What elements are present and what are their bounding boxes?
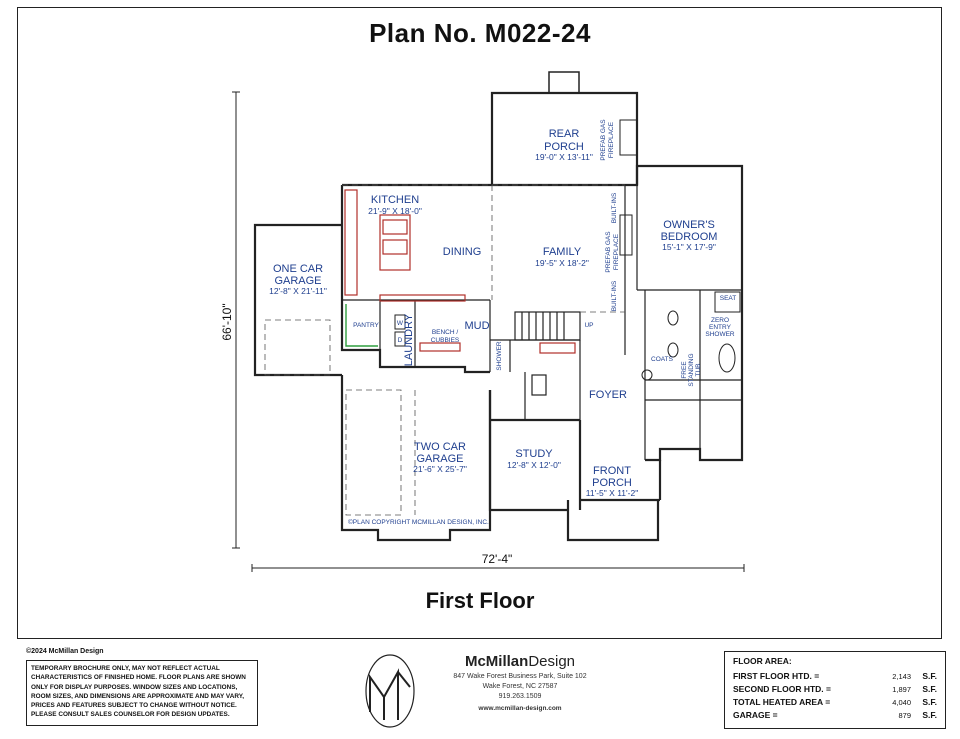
pantry-label: PANTRY: [353, 322, 379, 329]
family-fireplace-label: PREFAB GAS: [605, 231, 612, 273]
laundry-label: LAUNDRY: [403, 313, 415, 366]
family-size: 19'-5" X 18'-2": [535, 258, 589, 268]
drawing-sheet-border: [17, 7, 942, 639]
dryer-label: D: [398, 337, 403, 344]
owners-bedroom-label: OWNER'S: [663, 219, 715, 231]
study-label: STUDY: [515, 448, 553, 460]
rear-porch-size: 19'-0" X 13'-11": [535, 152, 593, 162]
one-car-garage-label: GARAGE: [274, 275, 321, 287]
free-standing-tub-label: FREE: [681, 361, 688, 379]
interior-walls: [342, 185, 742, 460]
built-ins-upper-label: BUILT-INS: [611, 192, 618, 223]
kitchen-size: 21'-9" X 18'-0": [368, 206, 422, 216]
floor-title: First Floor: [425, 588, 535, 613]
company-url: www.mcmillan-design.com: [478, 705, 562, 712]
company-name: McMillanDesign: [464, 653, 576, 670]
zero-entry-label: ENTRY: [709, 324, 732, 331]
disclaimer-box: TEMPORARY BROCHURE ONLY, MAY NOT REFLECT…: [26, 660, 258, 726]
coats-label: COATS: [651, 356, 674, 363]
dining-label: DINING: [443, 246, 482, 258]
kitchen-cabinets: [344, 189, 576, 354]
built-ins-lower-label: BUILT-INS: [611, 280, 618, 311]
mud-label: MUD: [464, 320, 489, 332]
fixtures: [394, 119, 741, 381]
mcmillan-logo-icon: [365, 654, 415, 728]
study-size: 12'-8" X 12'-0": [507, 460, 561, 470]
front-porch-label: PORCH: [592, 477, 632, 489]
shower-label: SHOWER: [496, 341, 503, 371]
washer-label: W: [397, 320, 404, 327]
seat-label: SEAT: [720, 295, 737, 302]
rear-porch-label: PORCH: [544, 141, 584, 153]
copyright-notice: ©2024 McMillan Design: [26, 648, 104, 655]
floor-area-row: TOTAL HEATED AREA = 4,040 S.F.: [733, 697, 937, 707]
dashed-lines: [264, 184, 625, 516]
bench-label: CUBBIES: [431, 337, 460, 344]
rear-porch-label: REAR: [549, 128, 580, 140]
floor-area-row: SECOND FLOOR HTD. = 1,897 S.F.: [733, 684, 937, 694]
free-standing-tub-label: TUB: [695, 364, 702, 377]
one-car-garage-label: ONE CAR: [273, 263, 323, 275]
front-porch-label: FRONT: [593, 465, 631, 477]
company-address-line1: 847 Wake Forest Business Park, Suite 102: [453, 673, 587, 680]
pantry-shelves: [345, 304, 378, 347]
family-fireplace-label: FIREPLACE: [613, 233, 620, 270]
company-address-line2: Wake Forest, NC 27587: [482, 683, 558, 690]
family-label: FAMILY: [543, 246, 582, 258]
foyer-label: FOYER: [589, 389, 627, 401]
kitchen-label: KITCHEN: [371, 194, 419, 206]
floor-area-row: GARAGE = 879 S.F.: [733, 710, 937, 720]
floor-area-table: FLOOR AREA: FIRST FLOOR HTD. = 2,143 S.F…: [724, 651, 946, 729]
front-porch-size: 11'-5" X 11'-2": [586, 488, 638, 498]
two-car-garage-size: 21'-6" X 25'-7": [413, 464, 467, 474]
plan-copyright-label: ©PLAN COPYRIGHT MCMILLAN DESIGN, INC.: [348, 518, 489, 526]
bench-label: BENCH /: [432, 329, 459, 336]
two-car-garage-label: GARAGE: [416, 453, 463, 465]
overall-width-text: 72'-4": [482, 552, 513, 566]
owners-bedroom-size: 15'-1" X 17'-9": [662, 242, 716, 252]
zero-entry-label: SHOWER: [705, 331, 735, 338]
one-car-garage-size: 12'-8" X 21'-11": [269, 286, 327, 296]
floor-area-heading: FLOOR AREA:: [733, 656, 792, 666]
plan-title: Plan No. M022-24: [369, 18, 591, 48]
company-block: McMillanDesign 847 Wake Forest Business …: [430, 652, 610, 714]
overall-depth-text: 66'-10": [220, 303, 234, 340]
floor-area-row: FIRST FLOOR HTD. = 2,143 S.F.: [733, 671, 937, 681]
exterior-walls: [253, 71, 744, 542]
free-standing-tub-label: STANDING: [688, 353, 695, 386]
zero-entry-label: ZERO: [711, 317, 729, 324]
stair-up-label: UP: [584, 322, 593, 329]
rear-fireplace-label: FIREPLACE: [608, 121, 615, 158]
rear-fireplace-label: PREFAB GAS: [600, 119, 607, 161]
company-phone: 919.263.1509: [498, 693, 542, 700]
two-car-garage-label: TWO CAR: [414, 441, 466, 453]
owners-bedroom-label: BEDROOM: [661, 231, 718, 243]
